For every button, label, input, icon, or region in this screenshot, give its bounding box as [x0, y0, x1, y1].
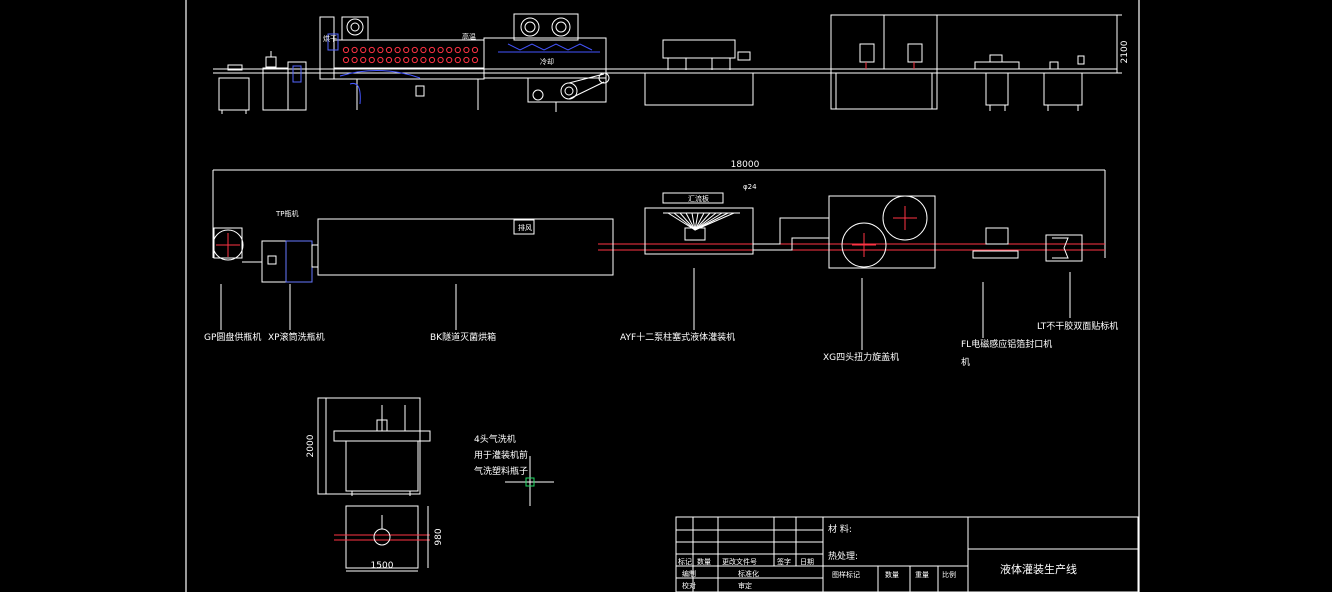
heater-dot	[403, 56, 410, 64]
heater-dot	[454, 56, 461, 64]
heater-dot	[394, 46, 401, 54]
heater-dot	[351, 56, 358, 64]
heater-dot	[385, 46, 393, 54]
label-heat: 高温	[462, 32, 476, 41]
pump-line	[691, 212, 696, 231]
heater-dot	[377, 46, 384, 54]
title-weight: 重量	[915, 571, 929, 579]
row-a-4: 日期	[800, 558, 814, 566]
callout-xg: XG四头扭力旋盖机	[823, 351, 899, 363]
pump-line	[667, 212, 696, 231]
row-a-1: 数量	[697, 557, 711, 566]
note-line-1: 4头气洗机	[474, 433, 516, 445]
dim-detail-width: 1500	[371, 561, 394, 571]
heater-dot	[420, 56, 427, 64]
pump-line	[694, 212, 705, 231]
heater-dot	[463, 56, 470, 64]
heater-dot	[471, 46, 479, 54]
callout-xp: XP滚筒洗瓶机	[268, 331, 325, 343]
note-line-2: 用于灌装机前	[474, 449, 528, 461]
pump-line	[685, 212, 696, 231]
heater-dot	[446, 46, 453, 54]
side-detail	[317, 397, 554, 572]
heater-dot	[342, 56, 350, 64]
row-c-1: 审定	[738, 581, 752, 590]
callout-ayf: AYF十二泵柱塞式液体灌装机	[620, 331, 735, 343]
plan-view	[212, 169, 1106, 350]
heater-dot	[411, 46, 418, 54]
heater-dot	[360, 56, 367, 64]
row-b-0: 编制	[682, 569, 696, 578]
row-b-1: 标准化	[738, 569, 759, 578]
row-a-0: 标记	[678, 557, 692, 566]
heater-dots	[342, 46, 479, 64]
label-tp: TP瓶机	[275, 209, 299, 218]
pump-line	[694, 212, 717, 231]
title-treatment-label: 热处理:	[828, 550, 858, 562]
heater-dot	[437, 46, 444, 54]
heater-dot	[394, 56, 401, 64]
filler-pumps	[667, 212, 735, 231]
heater-dot	[446, 56, 453, 64]
heater-dot	[368, 46, 375, 54]
heater-dot	[385, 56, 393, 64]
heater-dot	[342, 46, 350, 54]
pump-line	[694, 212, 699, 231]
label-magazine: 汇流板	[688, 194, 709, 203]
note-line-3: 气洗塑料瓶子	[474, 465, 528, 477]
callout-bk: BK隧道灭菌烘箱	[430, 331, 496, 343]
pump-line	[679, 212, 696, 231]
heater-dot	[403, 46, 410, 54]
title-stage-mark: 图样标记	[832, 570, 860, 579]
row-a-3: 签字	[777, 557, 791, 566]
title-scale: 比例	[942, 570, 956, 579]
pump-line	[694, 212, 711, 231]
fan-elements	[498, 43, 600, 53]
heater-dot	[428, 46, 436, 54]
callout-gp: GP圆盘供瓶机	[204, 331, 261, 343]
label-exhaust: 排风	[518, 223, 532, 232]
callout-fl: FL电磁感应铝箔封口机	[961, 338, 1052, 350]
label-marker: φ24	[743, 183, 757, 191]
label-cool: 冷却	[540, 57, 554, 66]
callout-lt: LT不干胶双面贴标机	[1037, 320, 1118, 332]
dim-detail-depth: 980	[434, 528, 444, 545]
heater-dot	[437, 56, 444, 64]
title-block	[675, 516, 1139, 592]
pump-line	[673, 212, 696, 231]
title-qty: 数量	[885, 570, 899, 579]
callout-fl-line2: 机	[961, 356, 970, 368]
heater-dot	[471, 56, 479, 64]
heater-dot	[420, 46, 427, 54]
heater-dot	[428, 56, 436, 64]
heater-dot	[351, 46, 358, 54]
heater-dot	[360, 46, 367, 54]
pump-line	[694, 212, 735, 231]
row-c-0: 校对	[682, 581, 696, 590]
dim-height-top: 2100	[1120, 40, 1130, 63]
heater-dot	[411, 56, 418, 64]
title-material-label: 材 料:	[828, 523, 852, 535]
heater-dot	[463, 46, 470, 54]
dim-detail-height: 2000	[306, 434, 316, 457]
heater-dot	[454, 46, 461, 54]
label-dry: 烘干	[323, 34, 337, 43]
title-project-name: 液体灌装生产线	[1000, 562, 1077, 576]
row-a-2: 更改文件号	[722, 557, 757, 566]
heater-dot	[368, 56, 375, 64]
heater-dot	[377, 56, 384, 64]
dim-total-length: 18000	[731, 160, 760, 170]
elevation-view	[213, 13, 1122, 114]
